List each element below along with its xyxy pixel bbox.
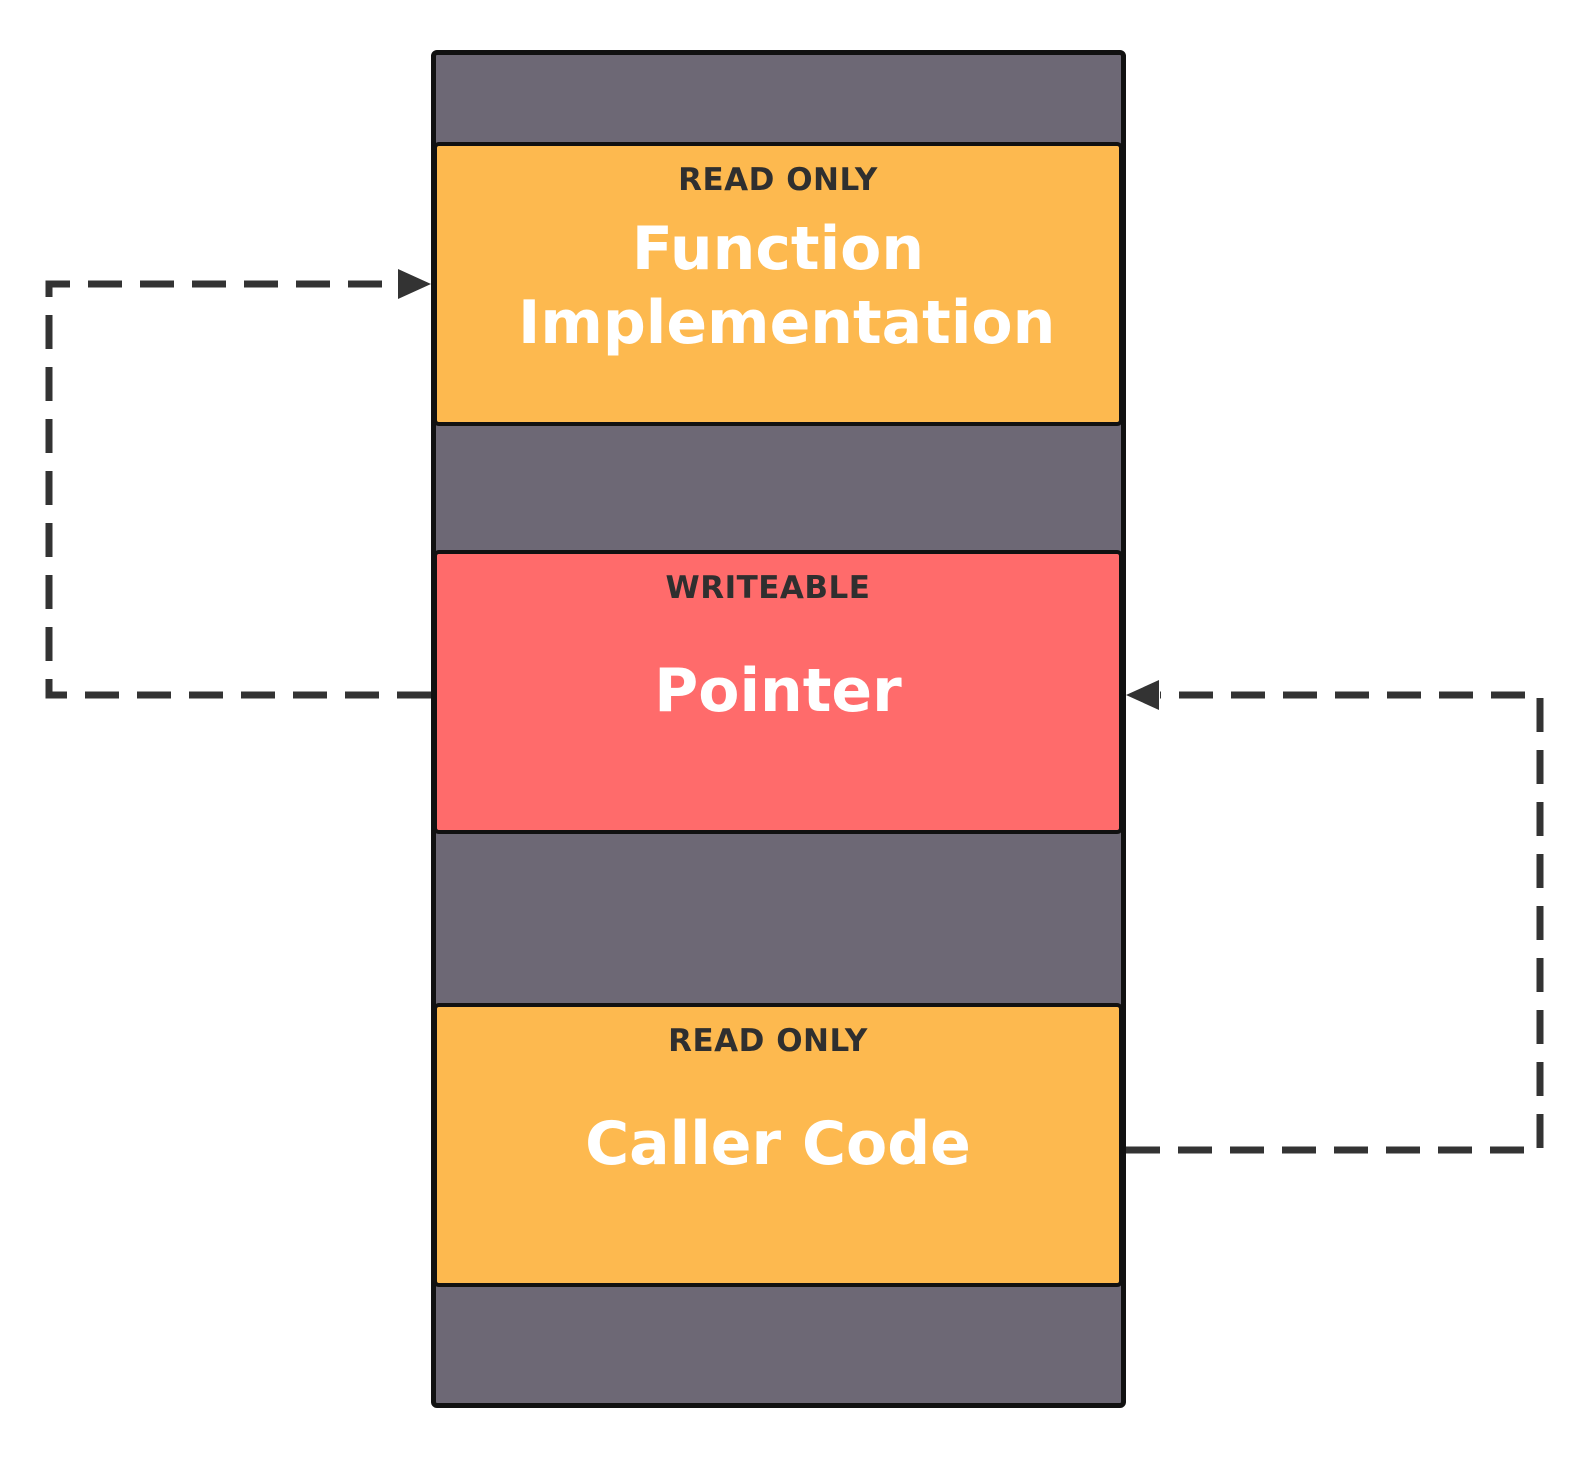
caller-to-pointer-arrow	[1126, 691, 1544, 1154]
pointer-to-function-arrow	[45, 280, 431, 699]
block-label: Function Implementation	[437, 212, 1119, 360]
arrowhead-icon	[1126, 680, 1159, 710]
pointer-block: WRITEABLE Pointer	[433, 550, 1123, 834]
block-label: Pointer	[654, 656, 902, 726]
block-label-text: Function Implementation	[518, 214, 1056, 358]
block-access-tag: WRITEABLE	[665, 570, 871, 606]
block-access-tag: READ ONLY	[678, 162, 878, 198]
block-access-tag: READ ONLY	[668, 1023, 868, 1059]
arrowhead-icon	[398, 269, 431, 299]
function-implementation-block: READ ONLY Function Implementation	[433, 142, 1123, 426]
caller-code-block: READ ONLY Caller Code	[433, 1003, 1123, 1287]
block-label: Caller Code	[585, 1109, 971, 1179]
